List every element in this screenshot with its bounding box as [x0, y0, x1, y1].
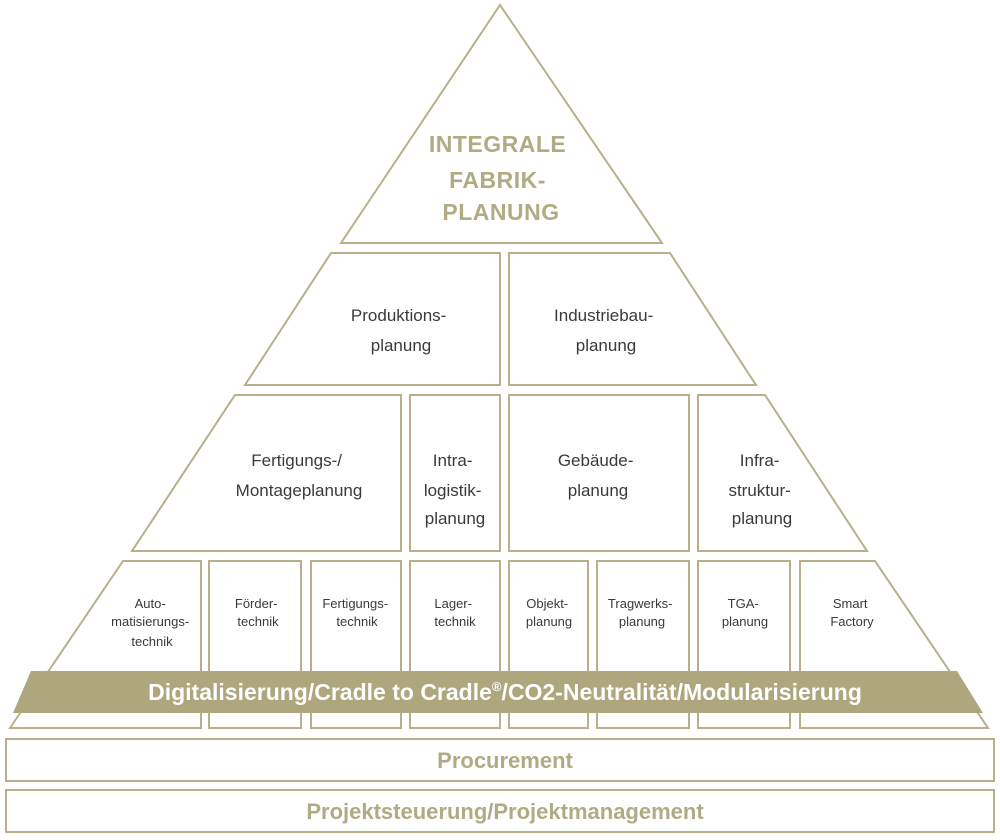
cell-industriebauplanung	[508, 252, 758, 386]
lagertechnik-line-2: technik	[434, 614, 476, 629]
tragwerksplanung-line-1: Tragwerks-	[608, 596, 673, 611]
automatisierung-line-1: Auto-	[135, 596, 166, 611]
cell-produktionsplanung-label: Produktions- planung	[351, 306, 451, 355]
gebaeude-line-2: planung	[568, 481, 629, 500]
infrastruktur-line-3: planung	[732, 509, 793, 528]
tga-line-1: TGA-	[728, 596, 759, 611]
infrastruktur-line-1: Infra-	[740, 451, 780, 470]
cell-tga-planung-label: TGA- planung	[722, 596, 768, 629]
cell-fertigungs-montageplanung	[130, 394, 402, 552]
cell-fertigungstechnik-label: Fertigungs- technik	[322, 596, 391, 629]
cell-lagertechnik-label: Lager- technik	[434, 596, 476, 629]
apex-line-1: INTEGRALE	[429, 131, 566, 157]
objektplanung-line-1: Objekt-	[526, 596, 568, 611]
cell-intralogistikplanung	[409, 394, 501, 552]
fertigungs-line-2: Montageplanung	[236, 481, 363, 500]
cell-automatisierungstechnik-label: Auto- matisierungs- technik	[111, 596, 193, 649]
apex-label: INTEGRALE FABRIK- PLANUNG	[429, 131, 573, 225]
apex-section: INTEGRALE FABRIK- PLANUNG	[339, 3, 664, 244]
cell-produktionsplanung	[243, 252, 501, 386]
bottom-bars: Procurement Projektsteuerung/Projektmana…	[5, 738, 995, 833]
cell-gebaeudeplanung	[508, 394, 690, 552]
infrastruktur-line-2: struktur-	[728, 481, 790, 500]
industriebauplanung-line-2: planung	[576, 336, 637, 355]
gebaeude-line-1: Gebäude-	[558, 451, 634, 470]
apex-triangle	[339, 3, 664, 244]
lagertechnik-line-1: Lager-	[434, 596, 472, 611]
smart-factory-line-2: Factory	[830, 614, 874, 629]
cell-objektplanung-label: Objekt- planung	[526, 596, 572, 629]
cell-fertigungs-montageplanung-label: Fertigungs-/ Montageplanung	[236, 451, 363, 500]
foerdertechnik-line-1: Förder-	[235, 596, 278, 611]
band-label-sup: ®	[492, 679, 502, 694]
procurement-bar	[5, 738, 995, 782]
automatisierung-line-3: technik	[131, 634, 173, 649]
cell-gebaeudeplanung-label: Gebäude- planung	[558, 451, 638, 500]
procurement-label: Procurement	[437, 748, 573, 773]
automatisierung-line-2: matisierungs-	[111, 614, 189, 629]
apex-line-2: FABRIK-	[449, 167, 546, 193]
cell-foerdertechnik-label: Förder- technik	[235, 596, 281, 629]
produktionsplanung-line-2: planung	[371, 336, 432, 355]
level3-row: Fertigungs-/ Montageplanung Intra- logis…	[130, 394, 869, 552]
intralogistik-line-1: Intra-	[433, 451, 473, 470]
band-label-after: /CO2-Neutralität/Modularisierung	[502, 679, 862, 705]
tga-line-2: planung	[722, 614, 768, 629]
objektplanung-line-2: planung	[526, 614, 572, 629]
projektsteuerung-label: Projektsteuerung/Projektmanagement	[306, 799, 704, 824]
fertigungstechnik-line-2: technik	[336, 614, 378, 629]
band-strip	[13, 671, 983, 713]
foerdertechnik-line-2: technik	[237, 614, 279, 629]
cross-cutting-band: Digitalisierung/Cradle to Cradle®/CO2-Ne…	[13, 671, 983, 713]
band-label: Digitalisierung/Cradle to Cradle®/CO2-Ne…	[148, 679, 862, 705]
fertigungstechnik-line-1: Fertigungs-	[322, 596, 388, 611]
cell-industriebauplanung-label: Industriebau- planung	[554, 306, 658, 355]
intralogistik-line-2: logistik-	[424, 481, 482, 500]
apex-line-3: PLANUNG	[442, 199, 559, 225]
cell-tragwerksplanung-label: Tragwerks- planung	[608, 596, 676, 629]
cell-smart-factory-label: Smart Factory	[830, 596, 874, 629]
intralogistik-line-3: planung	[425, 509, 486, 528]
projektsteuerung-bar	[5, 789, 995, 833]
industriebauplanung-line-1: Industriebau-	[554, 306, 653, 325]
fertigungs-line-1: Fertigungs-/	[251, 451, 342, 470]
level2-row: Produktions- planung Industriebau- planu…	[243, 252, 758, 386]
cell-infrastrukturplanung-label: Infra- struktur- planung	[728, 451, 795, 528]
produktionsplanung-line-1: Produktions-	[351, 306, 446, 325]
smart-factory-line-1: Smart	[833, 596, 868, 611]
cell-intralogistikplanung-label: Intra- logistik- planung	[424, 451, 486, 528]
cell-infrastrukturplanung	[697, 394, 869, 552]
tragwerksplanung-line-2: planung	[619, 614, 665, 629]
band-label-before: Digitalisierung/Cradle to Cradle	[148, 679, 492, 705]
